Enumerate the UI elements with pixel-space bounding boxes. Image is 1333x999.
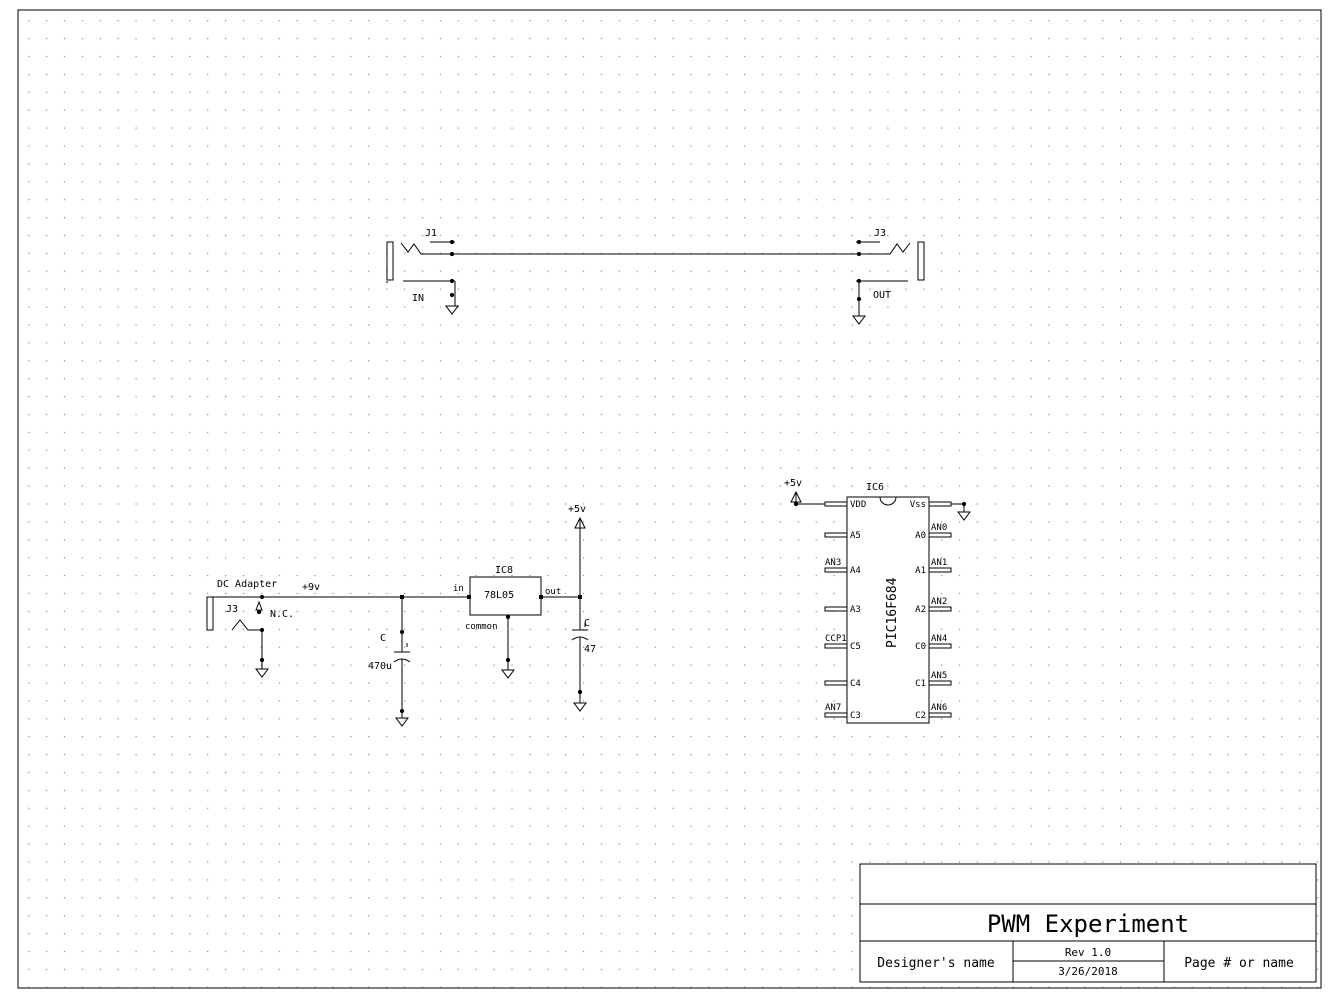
mcu-pin-label-right: A0 xyxy=(915,531,926,541)
regulator-out-label: out xyxy=(545,587,561,597)
cap-470u-value: 470u xyxy=(368,661,392,672)
mcu-pin-stub-vdd xyxy=(825,502,847,506)
capacitor-47 xyxy=(572,623,588,712)
nc-label: N.C. xyxy=(270,609,294,620)
cap-470u-ref: C xyxy=(380,633,386,644)
title-block-date: 3/26/2018 xyxy=(1058,965,1118,978)
title-block-title: PWM Experiment xyxy=(987,910,1189,938)
mcu-net-label-right: AN0 xyxy=(931,523,947,533)
mcu-pin-label-left: VDD xyxy=(850,500,866,510)
mcu-pin-stub-left xyxy=(825,681,847,685)
mcu-pin-label-left: A3 xyxy=(850,605,861,615)
dc-adapter-label: DC Adapter xyxy=(217,579,277,590)
output-jack-label: OUT xyxy=(873,290,891,301)
title-block-page: Page # or name xyxy=(1184,956,1294,971)
mcu-pin-label-right: C2 xyxy=(915,711,926,721)
mcu-pin-label-right: Vss xyxy=(910,500,926,510)
mcu-pin-stub-left xyxy=(825,568,847,572)
mcu-pin-label-right: A2 xyxy=(915,605,926,615)
dc-adapter-ref: J3 xyxy=(226,604,238,615)
mcu-net-label-right: AN1 xyxy=(931,558,947,568)
input-jack-label: IN xyxy=(412,293,424,304)
mcu-pin-stub-right xyxy=(929,681,951,685)
rail-9v-label: +9v xyxy=(302,582,320,593)
mcu-pin-label-left: C4 xyxy=(850,679,861,689)
mcu-net-label-left: AN3 xyxy=(825,558,841,568)
regulator-in-label: in xyxy=(453,584,464,594)
mcu-net-label-right: AN6 xyxy=(931,703,947,713)
mcu-part-number: PIC16F684 xyxy=(885,577,900,648)
regulator-common-label: common xyxy=(465,622,498,632)
mcu-ref: IC6 xyxy=(866,482,884,493)
mcu-pin-label-right: C0 xyxy=(915,642,926,652)
capacitor-470u xyxy=(394,597,410,727)
mcu-net-label-right: AN5 xyxy=(931,671,947,681)
mcu-pin-stub-left xyxy=(825,644,847,648)
mcu-net-label-left: CCP1 xyxy=(825,634,847,644)
rail-5v xyxy=(541,517,586,630)
mcu-pin-label-left: A4 xyxy=(850,566,861,576)
mcu-net-label-right: AN2 xyxy=(931,597,947,607)
mcu-pin-stub-right xyxy=(929,644,951,648)
cap-47-value: 47 xyxy=(584,644,596,655)
mcu-pin-stub-right xyxy=(929,533,951,537)
mcu-pin-stub-right xyxy=(929,607,951,611)
mcu-pin-label-left: A5 xyxy=(850,531,861,541)
output-jack xyxy=(852,240,924,325)
mcu-pin-label-right: A1 xyxy=(915,566,926,576)
mcu-net-label-right: AN4 xyxy=(931,634,947,644)
mcu-body xyxy=(790,491,971,723)
mcu-pin-stub-left xyxy=(825,607,847,611)
mcu-net-label-left: AN7 xyxy=(825,703,841,713)
input-jack-ref: J1 xyxy=(425,228,437,239)
dc-adapter-jack xyxy=(207,595,269,678)
sheet-border xyxy=(18,10,1321,988)
mcu-pin-stub-right xyxy=(929,713,951,717)
title-block-designer: Designer's name xyxy=(877,956,995,971)
regulator-78l05 xyxy=(467,577,543,679)
dot-grid xyxy=(18,10,1321,988)
mcu-supply-label: +5v xyxy=(784,478,802,489)
regulator-part: 78L05 xyxy=(484,590,514,601)
mcu-pin-label-left: C3 xyxy=(850,711,861,721)
mcu-pin-label-left: C5 xyxy=(850,642,861,652)
cap-47-ref: C xyxy=(584,618,590,629)
input-jack xyxy=(387,240,459,315)
mcu-pin-stub-left xyxy=(825,533,847,537)
mcu-pin-label-right: C1 xyxy=(915,679,926,689)
title-block xyxy=(860,864,1316,982)
mcu-pin-stub-left xyxy=(825,713,847,717)
rail-5v-label: +5v xyxy=(568,504,586,515)
output-jack-ref: J3 xyxy=(874,228,886,239)
mcu-pin-stub-right xyxy=(929,568,951,572)
mcu-pin-stub-right xyxy=(929,502,951,506)
regulator-ref: IC8 xyxy=(495,565,513,576)
title-block-revision: Rev 1.0 xyxy=(1065,946,1111,959)
